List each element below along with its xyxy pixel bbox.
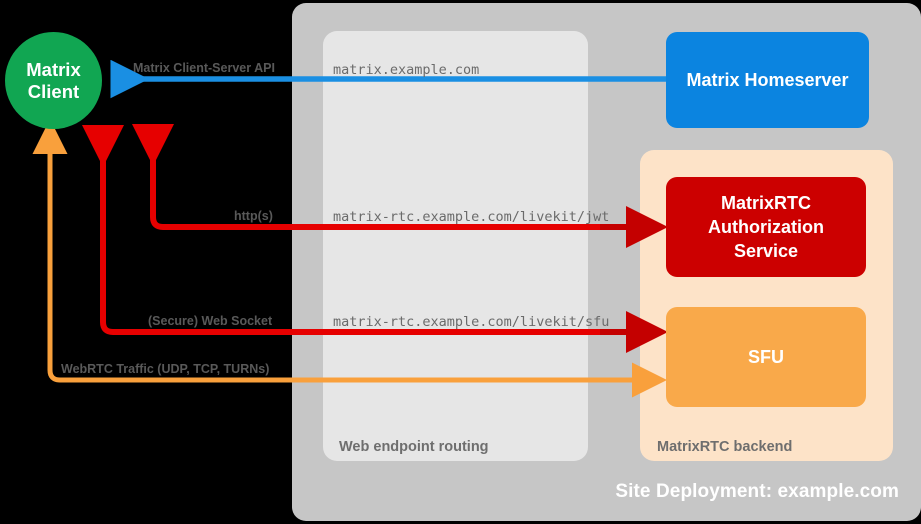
node-auth-label-2: Authorization <box>708 217 824 237</box>
web-endpoint-routing-container <box>323 31 588 461</box>
edge-label-https: http(s) <box>234 209 273 223</box>
container-label-site-deployment: Site Deployment: example.com <box>615 481 899 502</box>
node-sfu-label: SFU <box>748 347 784 367</box>
container-label-web-endpoint-routing: Web endpoint routing <box>339 439 489 455</box>
node-matrix-client[interactable]: Matrix Client <box>5 32 102 129</box>
container-label-matrixrtc-backend: MatrixRTC backend <box>657 439 793 455</box>
node-matrix-homeserver[interactable]: Matrix Homeserver <box>666 32 869 128</box>
endpoint-label-livekit-jwt: matrix-rtc.example.com/livekit/jwt <box>333 209 610 225</box>
node-matrixrtc-authorization-service[interactable]: MatrixRTC Authorization Service <box>666 177 866 277</box>
node-sfu[interactable]: SFU <box>666 307 866 407</box>
node-auth-label-3: Service <box>733 241 799 261</box>
endpoint-label-matrix: matrix.example.com <box>333 62 480 78</box>
node-matrix-client-label-1: Matrix <box>26 58 81 80</box>
endpoint-label-livekit-sfu: matrix-rtc.example.com/livekit/sfu <box>333 314 610 330</box>
edge-label-matrix-client-server-api: Matrix Client-Server API <box>133 61 275 75</box>
node-matrix-client-label-2: Client <box>27 80 80 102</box>
edge-label-websocket: (Secure) Web Socket <box>148 314 273 328</box>
node-matrix-homeserver-label: Matrix Homeserver <box>686 70 849 90</box>
node-auth-label-1: MatrixRTC <box>720 193 811 213</box>
edge-label-webrtc: WebRTC Traffic (UDP, TCP, TURNs) <box>61 362 270 376</box>
